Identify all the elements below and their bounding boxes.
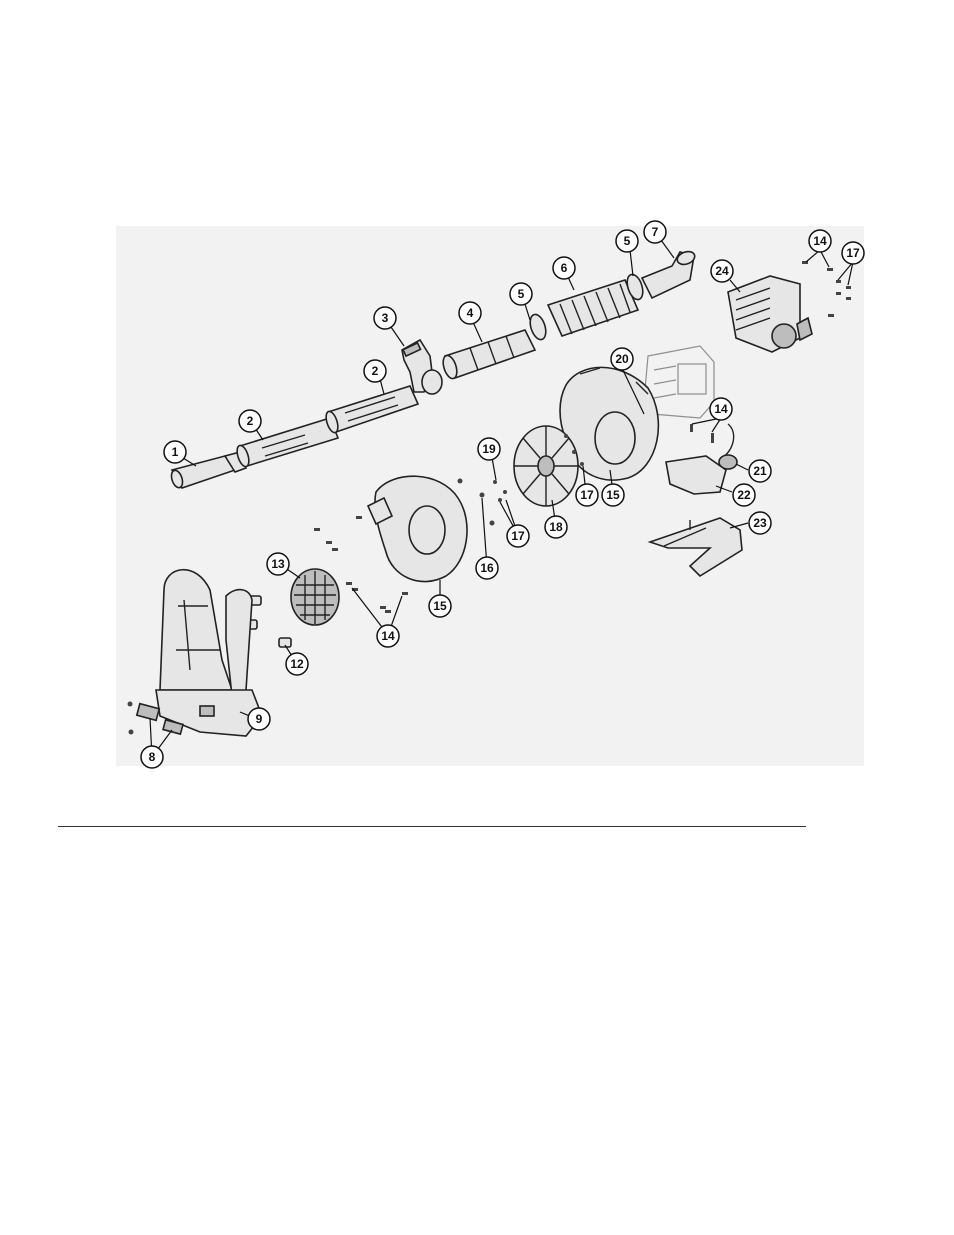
svg-text:22: 22: [737, 488, 751, 502]
svg-text:14: 14: [813, 234, 827, 248]
callout-19: 19: [478, 438, 500, 460]
svg-text:14: 14: [714, 402, 728, 416]
callout-9: 9: [248, 708, 270, 730]
callout-17-top-right: 17: [842, 242, 864, 264]
callout-7: 7: [644, 221, 666, 243]
svg-text:13: 13: [271, 557, 285, 571]
fan-impeller-part: [514, 426, 578, 506]
svg-text:2: 2: [372, 364, 379, 378]
base-tray-part: [650, 518, 742, 576]
callout-6: 6: [553, 257, 575, 279]
svg-text:16: 16: [480, 561, 494, 575]
svg-text:4: 4: [467, 306, 474, 320]
throttle-parts: [690, 424, 734, 458]
air-filter-cover-part: [666, 456, 726, 494]
svg-text:1: 1: [172, 445, 179, 459]
callout-5-right: 5: [616, 230, 638, 252]
svg-text:24: 24: [715, 264, 729, 278]
callout-23: 23: [749, 512, 771, 534]
callout-5-left: 5: [510, 283, 532, 305]
callout-22: 22: [733, 484, 755, 506]
callout-8: 8: [141, 746, 163, 768]
callout-15-right: 15: [602, 484, 624, 506]
svg-text:2: 2: [247, 414, 254, 428]
svg-text:17: 17: [580, 488, 594, 502]
callout-20: 20: [611, 348, 633, 370]
engine-cover-part: [728, 276, 812, 352]
callout-3: 3: [374, 307, 396, 329]
callout-14-lower: 14: [377, 625, 399, 647]
elbow-tube-part: [642, 249, 697, 298]
svg-text:17: 17: [511, 529, 525, 543]
svg-text:7: 7: [652, 225, 659, 239]
svg-text:18: 18: [549, 520, 563, 534]
svg-text:8: 8: [149, 750, 156, 764]
svg-text:23: 23: [753, 516, 767, 530]
callout-24: 24: [711, 260, 733, 282]
blower-tube-upper: [324, 386, 418, 434]
callout-16: 16: [476, 557, 498, 579]
svg-text:5: 5: [624, 234, 631, 248]
svg-text:5: 5: [518, 287, 525, 301]
svg-text:12: 12: [290, 657, 304, 671]
horizontal-divider: [58, 826, 806, 827]
callout-18: 18: [545, 516, 567, 538]
flexible-tube-part: [441, 330, 535, 380]
callout-13: 13: [267, 553, 289, 575]
callout-14-top-right: 14: [809, 230, 831, 252]
svg-text:3: 3: [382, 311, 389, 325]
clamp-ring-left: [527, 312, 548, 341]
callout-12: 12: [286, 653, 308, 675]
svg-text:14: 14: [381, 629, 395, 643]
svg-text:20: 20: [615, 352, 629, 366]
svg-text:19: 19: [482, 442, 496, 456]
callout-2-upper: 2: [364, 360, 386, 382]
svg-text:21: 21: [753, 464, 767, 478]
fan-housing-front: [368, 476, 467, 581]
svg-text:15: 15: [606, 488, 620, 502]
screws-top-right: [802, 261, 851, 317]
callout-4: 4: [459, 302, 481, 324]
callout-21: 21: [749, 460, 771, 482]
callout-1: 1: [164, 441, 186, 463]
svg-text:6: 6: [561, 261, 568, 275]
callout-17-mid: 17: [507, 525, 529, 547]
callout-15-left: 15: [429, 595, 451, 617]
callout-2-lower: 2: [239, 410, 261, 432]
svg-text:15: 15: [433, 599, 447, 613]
corrugated-hose-part: [548, 280, 638, 336]
svg-text:17: 17: [846, 246, 860, 260]
callout-17-right: 17: [576, 484, 598, 506]
callout-14-right: 14: [710, 398, 732, 420]
svg-text:9: 9: [256, 712, 263, 726]
